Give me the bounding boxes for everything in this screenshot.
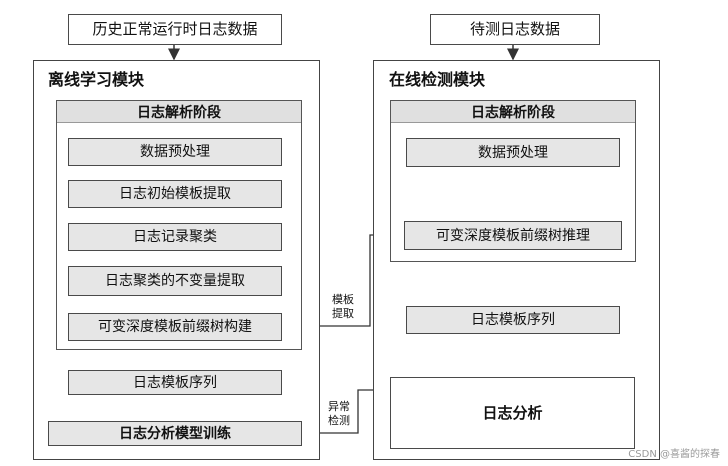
offline-step-clustering: 日志记录聚类 [68,223,282,251]
offline-step-prefix-tree-build-label: 可变深度模板前缀树构建 [98,319,252,335]
online-template-sequence-label: 日志模板序列 [471,312,555,328]
online-step-preprocess-label: 数据预处理 [478,144,548,161]
online-log-analysis: 日志分析 [390,377,635,449]
offline-step-invariant-extract: 日志聚类的不变量提取 [68,266,282,296]
online-log-analysis-label: 日志分析 [482,403,543,422]
offline-step-initial-template: 日志初始模板提取 [68,180,282,208]
input-historical-label: 历史正常运行时日志数据 [92,20,258,38]
offline-template-sequence-label: 日志模板序列 [133,374,217,391]
label-anomaly-detect: 异常 检测 [322,400,356,428]
watermark: CSDN @喜酱的探春 [628,449,720,460]
input-historical-logs: 历史正常运行时日志数据 [68,14,282,45]
offline-step-prefix-tree-build: 可变深度模板前缀树构建 [68,313,282,341]
offline-stage-title: 日志解析阶段 [57,101,301,123]
online-step-prefix-tree-infer-label: 可变深度模板前缀树推理 [436,227,590,244]
label-template-extract-line1: 模板 [332,293,354,306]
label-anomaly-detect-line1: 异常 [328,400,350,413]
offline-step-preprocess: 数据预处理 [68,138,282,166]
offline-step-invariant-extract-label: 日志聚类的不变量提取 [105,273,245,289]
offline-model-training: 日志分析模型训练 [48,421,302,446]
online-stage-title: 日志解析阶段 [391,101,635,123]
offline-step-preprocess-label: 数据预处理 [140,144,210,160]
input-pending-label: 待测日志数据 [469,20,560,38]
label-anomaly-detect-line2: 检测 [328,414,350,427]
label-template-extract: 模板 提取 [326,293,360,321]
offline-model-training-label: 日志分析模型训练 [119,425,231,442]
online-step-preprocess: 数据预处理 [406,138,620,167]
offline-step-initial-template-label: 日志初始模板提取 [119,186,231,202]
offline-module-title: 离线学习模块 [48,70,145,89]
label-template-extract-line2: 提取 [332,307,354,320]
online-template-sequence: 日志模板序列 [406,306,620,334]
online-step-prefix-tree-infer: 可变深度模板前缀树推理 [404,221,622,250]
offline-step-clustering-label: 日志记录聚类 [133,229,217,245]
offline-template-sequence: 日志模板序列 [68,370,282,395]
online-module-title: 在线检测模块 [389,70,486,89]
input-pending-logs: 待测日志数据 [430,14,600,45]
